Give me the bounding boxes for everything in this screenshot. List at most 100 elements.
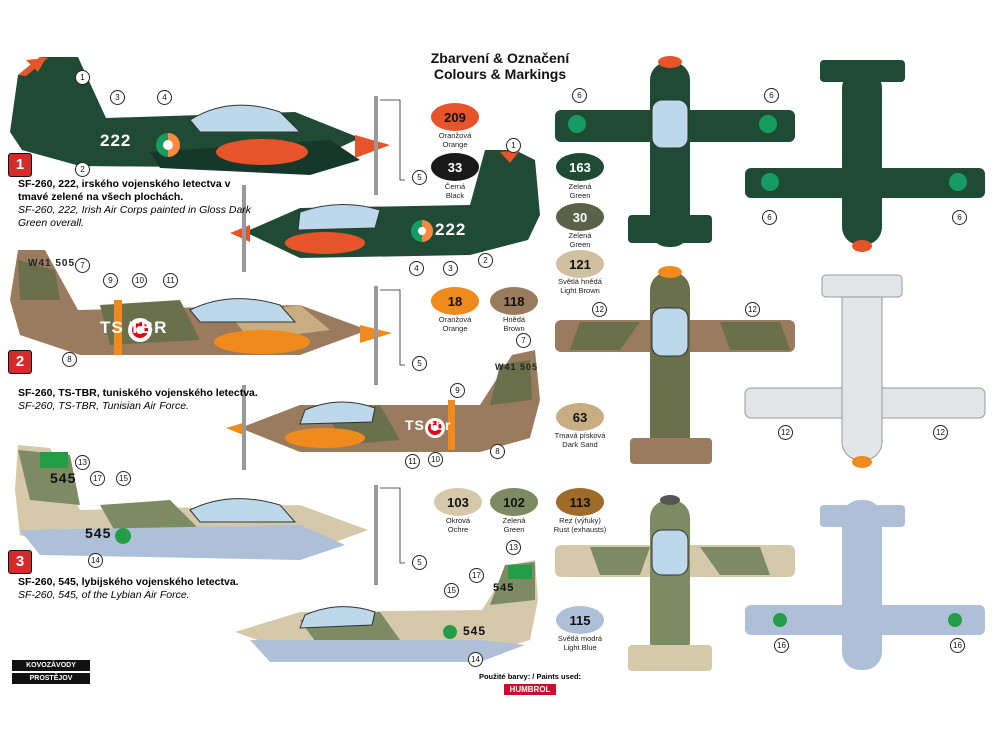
paint-en: Rust (exhausts) [553,525,607,534]
paint-cz: Zelená [502,516,526,525]
paint-swatch-102: 102 [490,488,538,516]
title-en: Colours & Markings [433,66,567,82]
callout-8b: 8 [490,444,505,459]
reg-222-upper: 222 [100,131,132,150]
callout-4: 4 [157,90,172,105]
callout-5: 5 [412,170,427,185]
callout-10b: 10 [428,452,443,467]
callout-17b: 17 [469,568,484,583]
paints-used-note: Použité barvy: / Paints used: HUMBROL [455,672,605,695]
callout-10: 10 [132,273,147,288]
logo-line-1: KOVOZÁVODY [12,660,90,671]
paint-cz: Rez (výfuky) [559,516,601,525]
callout-6d: 6 [952,210,967,225]
irish-side-profile-1 [10,57,390,195]
scheme-1-description: SF-260, 222, irského vojenského letectva… [18,178,263,230]
paint-cz: Zelená [568,182,592,191]
paint-swatch-113: 113 [556,488,604,516]
irish-top-view [555,56,795,247]
paint-swatch-121: 121 [556,250,604,278]
paint-cz: Zelená [568,231,592,240]
title-cz: Zbarvení & Označení [430,50,570,66]
irish-bottom-view [745,60,985,252]
paint-en: Ochre [447,525,469,534]
scheme-1-en: SF-260, 222, Irish Air Corps painted in … [18,204,252,229]
tunisia-side-profile-2 [226,350,540,470]
scheme-3-description: SF-260, 545, lybijského vojenského letec… [18,576,263,602]
paint-en: Dark Sand [562,440,598,449]
callout-2: 2 [75,162,90,177]
scheme-3-en: SF-260, 545, of the Lybian Air Force. [18,589,190,601]
paint-en: Light Brown [560,286,600,295]
paint-swatch-163: 163 [556,153,604,181]
callout-12d: 12 [933,425,948,440]
paint-cz: Okrová [445,516,471,525]
callout-6c: 6 [762,210,777,225]
callout-12a: 12 [592,302,607,317]
callout-8: 8 [62,352,77,367]
reg-545-tail-lower: 545 [493,582,515,594]
callout-14: 14 [88,553,103,568]
paint-swatch-118: 118 [490,287,538,315]
paint-cz: Světlá hnědá [558,277,602,286]
callout-2b: 2 [478,253,493,268]
callout-17: 17 [90,471,105,486]
paint-cz: Oranžová [438,315,472,324]
tunisia-bottom-view [744,274,986,468]
callout-13: 13 [75,455,90,470]
paint-cz: Světlá modrá [557,634,603,643]
scheme-1-cz: SF-260, 222, irského vojenského letectva… [18,178,231,203]
reg-ts-tbr-upper: TS TBR [100,318,168,337]
paint-en: Green [569,240,591,249]
callout-12b: 12 [745,302,760,317]
scheme-number-2: 2 [8,350,32,374]
reg-545-tail-upper: 545 [50,470,77,486]
paint-swatch-209: 209 [431,103,479,131]
paint-swatch-115: 115 [556,606,604,634]
paint-cz: Hnědá [502,315,526,324]
paint-cz: Černá [444,182,466,191]
callout-9: 9 [103,273,118,288]
callout-4b: 4 [409,261,424,276]
callout-9b: 9 [450,383,465,398]
paint-swatch-18: 18 [431,287,479,315]
logo-line-2: PROSTĚJOV [12,673,90,684]
paint-en: Green [503,525,525,534]
callout-1b: 1 [506,138,521,153]
scheme-number-3: 3 [8,550,32,574]
libya-side-profile-1 [15,445,378,585]
paint-en: Light Blue [563,643,597,652]
page-title: Zbarvení & Označení Colours & Markings [395,50,605,82]
callout-11b: 11 [405,454,420,469]
paint-cz: Oranžová [438,131,472,140]
reg-545-fuselage-upper: 545 [85,525,112,541]
callout-6b: 6 [764,88,779,103]
callout-3b: 3 [443,261,458,276]
callout-1: 1 [75,70,90,85]
manufacturer-logo: KOVOZÁVODY PROSTĚJOV [12,660,90,686]
callout-15b: 15 [444,583,459,598]
paint-en: Green [569,191,591,200]
paint-swatch-33: 33 [431,153,479,181]
scheme-number-1: 1 [8,153,32,177]
prop-bracket-lines [380,99,405,564]
reg-545-fuselage-lower: 545 [463,624,487,638]
callout-16a: 16 [774,638,789,653]
callout-3: 3 [110,90,125,105]
paint-en: Orange [442,140,468,149]
scheme-2-en: SF-260, TS-TBR, Tunisian Air Force. [18,400,189,412]
callout-6a: 6 [572,88,587,103]
paint-swatch-103: 103 [434,488,482,516]
scheme-2-description: SF-260, TS-TBR, tuniského vojenského let… [18,387,263,413]
irish-side-profile-2 [230,150,540,272]
reg-ts-tbr-lower: TS tbr [405,417,452,433]
